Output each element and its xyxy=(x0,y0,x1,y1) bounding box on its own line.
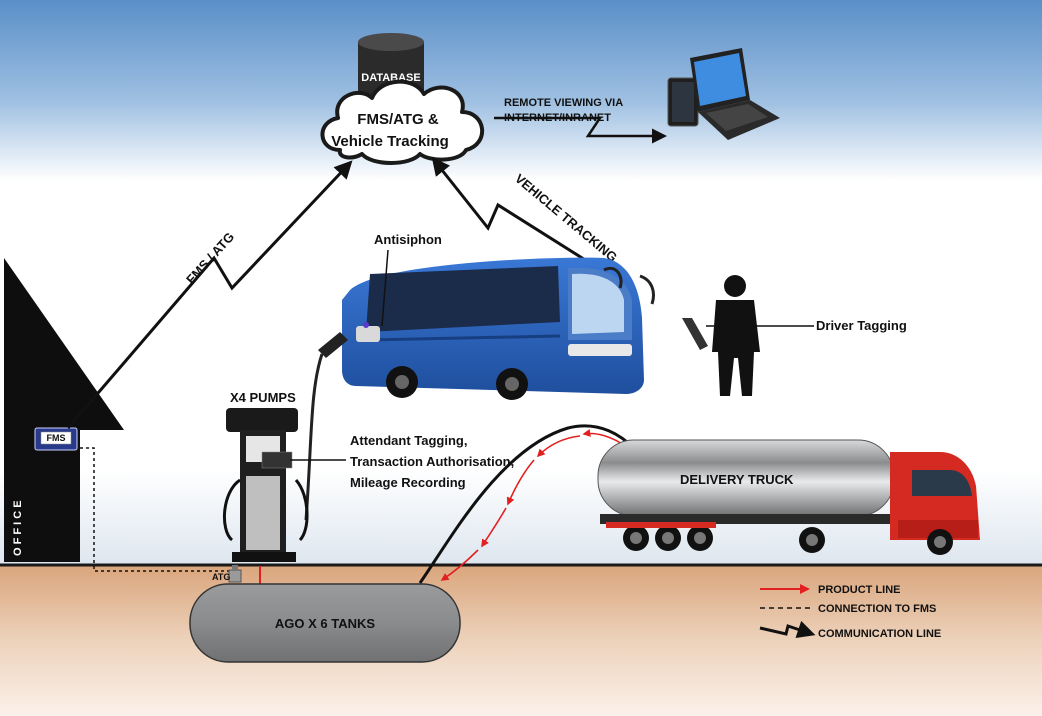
cloud-label-line1: FMS/ATG & xyxy=(357,111,439,128)
antisiphon-cap xyxy=(356,326,380,342)
remote-viewing-link: REMOTE VIEWING VIA INTERNET/INRANET xyxy=(494,97,667,144)
legend-item-communication: COMMUNICATION LINE xyxy=(759,620,941,640)
antisiphon-label: Antisiphon xyxy=(374,232,442,247)
legend-label: PRODUCT LINE xyxy=(818,584,901,596)
pumps-label: X4 PUMPS xyxy=(230,390,296,405)
delivery-truck-icon xyxy=(597,439,980,555)
bus-icon xyxy=(342,257,655,400)
legend: PRODUCT LINE CONNECTION TO FMS COMMUNICA… xyxy=(759,584,941,640)
fms-box-label: FMS xyxy=(47,433,66,443)
legend-label: COMMUNICATION LINE xyxy=(818,628,941,640)
office-building: O F F I C E FMS xyxy=(4,258,124,562)
fuel-nozzle-icon xyxy=(304,332,348,521)
fms-connection-line xyxy=(80,447,232,572)
tank-label: AGO X 6 TANKS xyxy=(275,616,375,631)
legend-item-connection: CONNECTION TO FMS xyxy=(760,603,936,615)
laptop-icon xyxy=(667,48,780,140)
fuel-pump-icon xyxy=(222,408,309,562)
office-label: O F F I C E xyxy=(12,500,24,556)
attendant-label-line2: Transaction Authorisation, xyxy=(350,454,514,469)
attendant-label-line3: Mileage Recording xyxy=(350,475,466,490)
driver-tagging-label: Driver Tagging xyxy=(816,318,907,333)
product-pipe xyxy=(418,424,638,584)
atg-probe-icon xyxy=(228,565,242,583)
legend-label: CONNECTION TO FMS xyxy=(818,603,936,615)
attendant-label-line1: Attendant Tagging, xyxy=(350,433,467,448)
atg-label: ATG xyxy=(212,572,230,582)
driver-tag-icon xyxy=(682,318,708,350)
underground-tank-icon: AGO X 6 TANKS xyxy=(189,583,461,663)
legend-item-product-line: PRODUCT LINE xyxy=(760,584,901,596)
ground xyxy=(0,565,1042,716)
delivery-truck-label: DELIVERY TRUCK xyxy=(680,472,794,487)
antisiphon-pointer xyxy=(381,249,389,327)
cloud-icon: FMS/ATG & Vehicle Tracking xyxy=(320,79,485,165)
driver-silhouette xyxy=(682,275,760,396)
cloud-label-line2: Vehicle Tracking xyxy=(331,133,449,150)
remote-label-line1: REMOTE VIEWING VIA xyxy=(504,97,623,109)
remote-label-line2: INTERNET/INRANET xyxy=(504,112,611,124)
